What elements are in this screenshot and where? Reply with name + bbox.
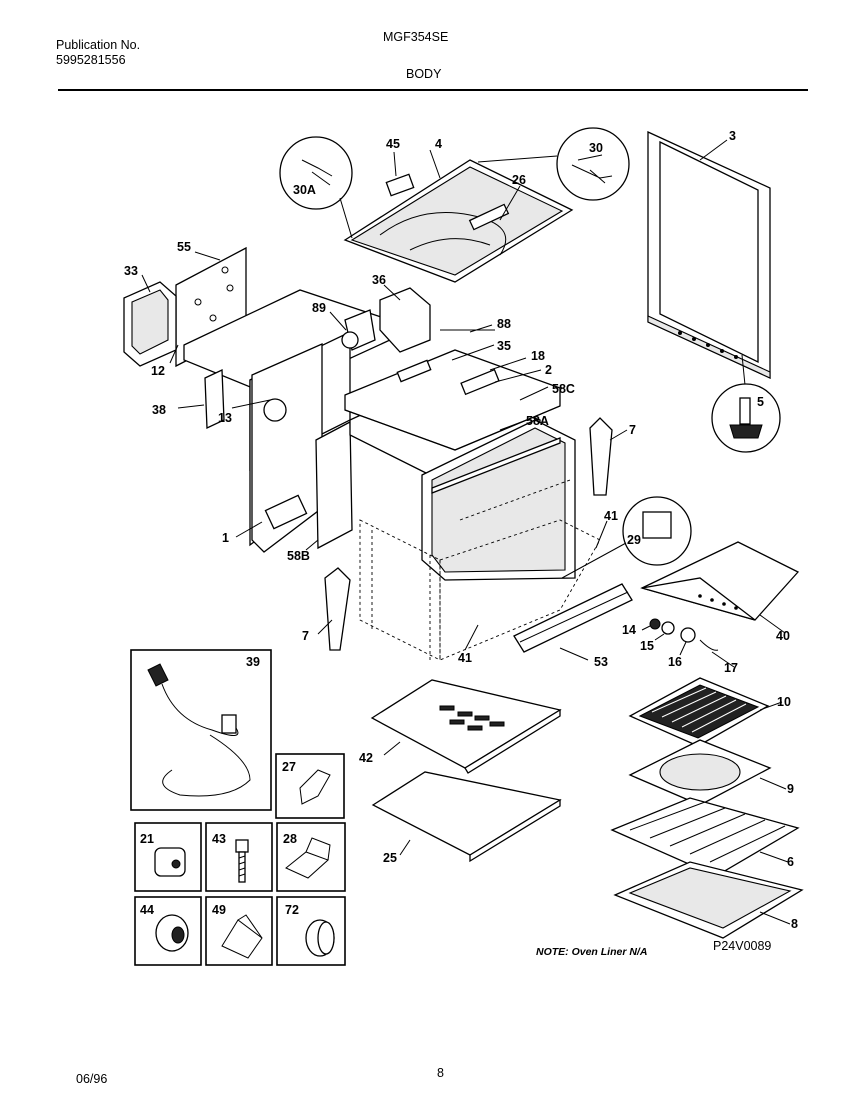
callout-12: 12: [151, 364, 165, 378]
broiler-pan-grid-10: [628, 677, 770, 747]
callout-40: 40: [776, 629, 790, 643]
part-box-21: [134, 822, 202, 892]
callout-4: 4: [435, 137, 442, 151]
publication-number: 5995281556: [56, 53, 126, 67]
callout-45: 45: [386, 137, 400, 151]
callout-38: 38: [152, 403, 166, 417]
callout-30: 30: [589, 141, 603, 155]
footer-date: 06/96: [76, 1072, 108, 1086]
broiler-drawer-40: [640, 541, 800, 621]
callout-41-upper: 41: [604, 509, 618, 523]
oven-bottom-42: [370, 679, 562, 774]
callout-58a: 58A: [526, 414, 549, 428]
callout-35: 35: [497, 339, 511, 353]
callout-10: 10: [777, 695, 791, 709]
oven-bottom-25: [371, 771, 562, 863]
door-frame-part-3: [647, 130, 771, 386]
detail-circle-30: [477, 127, 630, 201]
callout-72: 72: [285, 903, 299, 917]
oven-rack-6: [610, 797, 800, 877]
callout-33: 33: [124, 264, 138, 278]
leader-lines: [141, 139, 791, 925]
callout-14: 14: [622, 623, 636, 637]
callout-49: 49: [212, 903, 226, 917]
part-box-27: [275, 753, 345, 819]
cooktop-part-4: [343, 159, 574, 283]
oven-liner-8: [613, 861, 804, 939]
oven-liner-note: NOTE: Oven Liner N/A: [536, 946, 647, 958]
callout-39: 39: [246, 655, 260, 669]
callout-2: 2: [545, 363, 552, 377]
callout-21: 21: [140, 832, 154, 846]
part-box-44: [134, 896, 202, 966]
callout-53: 53: [594, 655, 608, 669]
model-number: MGF354SE: [383, 30, 449, 44]
callout-3: 3: [729, 129, 736, 143]
callout-36: 36: [372, 273, 386, 287]
part-box-43: [205, 822, 273, 892]
callout-89: 89: [312, 301, 326, 315]
figure-code: P24V0089: [713, 939, 771, 953]
callout-7-upper: 7: [629, 423, 636, 437]
power-cord-box-39: [130, 649, 272, 811]
callout-30a: 30A: [293, 183, 316, 197]
callout-88: 88: [497, 317, 511, 331]
callout-29: 29: [627, 533, 641, 547]
burner-box-parts: [341, 287, 495, 353]
small-parts-14-17: [649, 618, 719, 651]
callout-25: 25: [383, 851, 397, 865]
callout-44: 44: [140, 903, 154, 917]
bracket-part-33: [123, 281, 177, 367]
callout-5: 5: [757, 395, 764, 409]
callout-42: 42: [359, 751, 373, 765]
callout-6: 6: [787, 855, 794, 869]
broiler-pan-9: [628, 739, 772, 806]
callout-13: 13: [218, 411, 232, 425]
callout-16: 16: [668, 655, 682, 669]
part-box-28: [276, 822, 346, 892]
callout-41-lower: 41: [458, 651, 472, 665]
detail-circle-30a: [279, 136, 353, 239]
publication-label: Publication No.: [56, 38, 141, 52]
callout-27: 27: [282, 760, 296, 774]
part-box-49: [205, 896, 273, 966]
callout-labels: 3 30 4 45 30A 26 55 33 36 89 88 35 18 2 …: [124, 129, 798, 958]
callout-58c: 58C: [552, 382, 575, 396]
callout-26: 26: [512, 173, 526, 187]
callout-43: 43: [212, 832, 226, 846]
callout-28: 28: [283, 832, 297, 846]
callout-15: 15: [640, 639, 654, 653]
detail-circle-29: [561, 496, 692, 579]
callout-18: 18: [531, 349, 545, 363]
callout-1: 1: [222, 531, 229, 545]
side-strips: [204, 368, 613, 651]
callout-8: 8: [791, 917, 798, 931]
kickplate-53: [513, 583, 633, 653]
callout-9: 9: [787, 782, 794, 796]
callout-58b: 58B: [287, 549, 310, 563]
page-number: 8: [437, 1066, 444, 1080]
section-title: BODY: [406, 67, 442, 81]
part-box-72: [276, 896, 346, 966]
oven-body: [183, 289, 601, 661]
leveler-detail-5: [711, 383, 781, 453]
header-rule: [58, 89, 808, 91]
callout-7-lower: 7: [302, 629, 309, 643]
callout-55: 55: [177, 240, 191, 254]
callout-17: 17: [724, 661, 738, 675]
